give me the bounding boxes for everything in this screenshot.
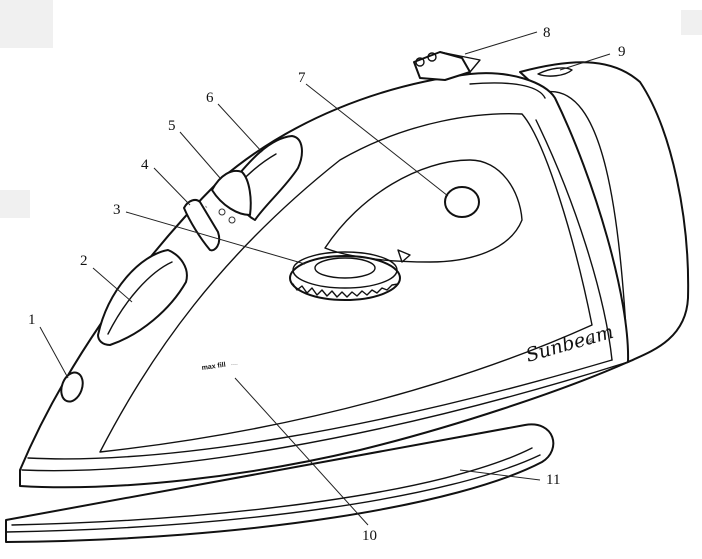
leader-line-5: [179, 131, 221, 179]
leader-lines: [39, 31, 611, 526]
temperature-control[interactable]: ✎: [183, 199, 236, 252]
water-fill-cover[interactable]: [57, 369, 86, 404]
leader-line-7: [305, 83, 449, 197]
callout-number-9: 9: [618, 44, 626, 60]
leader-line-3: [125, 211, 306, 265]
max-fill-label: max fill: [201, 362, 226, 372]
callout-number-10: 10: [362, 528, 377, 544]
leader-line-6: [217, 103, 263, 153]
steam-burst-button[interactable]: [211, 170, 252, 216]
callout-number-1: 1: [28, 312, 36, 328]
indicator-light: [537, 67, 573, 77]
callout-number-2: 2: [80, 253, 88, 269]
swivel-cord: [413, 51, 481, 81]
leader-line-10: [234, 377, 369, 526]
leader-line-9: [559, 53, 611, 71]
leader-line-4: [153, 167, 191, 206]
water-tank-window: [97, 249, 188, 346]
self-clean-button[interactable]: [444, 186, 480, 218]
side-panel: [99, 113, 593, 453]
callout-labels: 1 2 3 4 5 6 7 8 9 10 11: [28, 25, 626, 544]
callout-number-4: 4: [141, 157, 149, 173]
corner-block-top-right: [681, 10, 702, 35]
callout-number-8: 8: [543, 25, 551, 41]
temp-setting-icon-2: [228, 216, 236, 224]
steam-dial[interactable]: [289, 249, 411, 301]
soleplate: [5, 423, 555, 543]
leader-line-2: [92, 267, 133, 303]
corner-block-left: [0, 190, 30, 218]
temp-setting-icon: [218, 208, 226, 216]
dial-pointer-icon: [397, 249, 411, 263]
callout-number-7: 7: [298, 70, 306, 86]
brand-registered-mark: ®: [587, 337, 595, 346]
corner-block-top-left: [0, 0, 53, 48]
leader-line-8: [464, 31, 538, 55]
leader-line-1: [39, 326, 69, 379]
temp-symbol-icon: ✎: [205, 205, 208, 209]
callout-number-3: 3: [113, 202, 121, 218]
callout-number-11: 11: [546, 472, 560, 488]
max-fill-scale: ~~~~: [231, 362, 239, 367]
callout-number-6: 6: [206, 90, 214, 106]
leader-line-11: [459, 469, 541, 481]
callout-number-5: 5: [168, 118, 176, 134]
